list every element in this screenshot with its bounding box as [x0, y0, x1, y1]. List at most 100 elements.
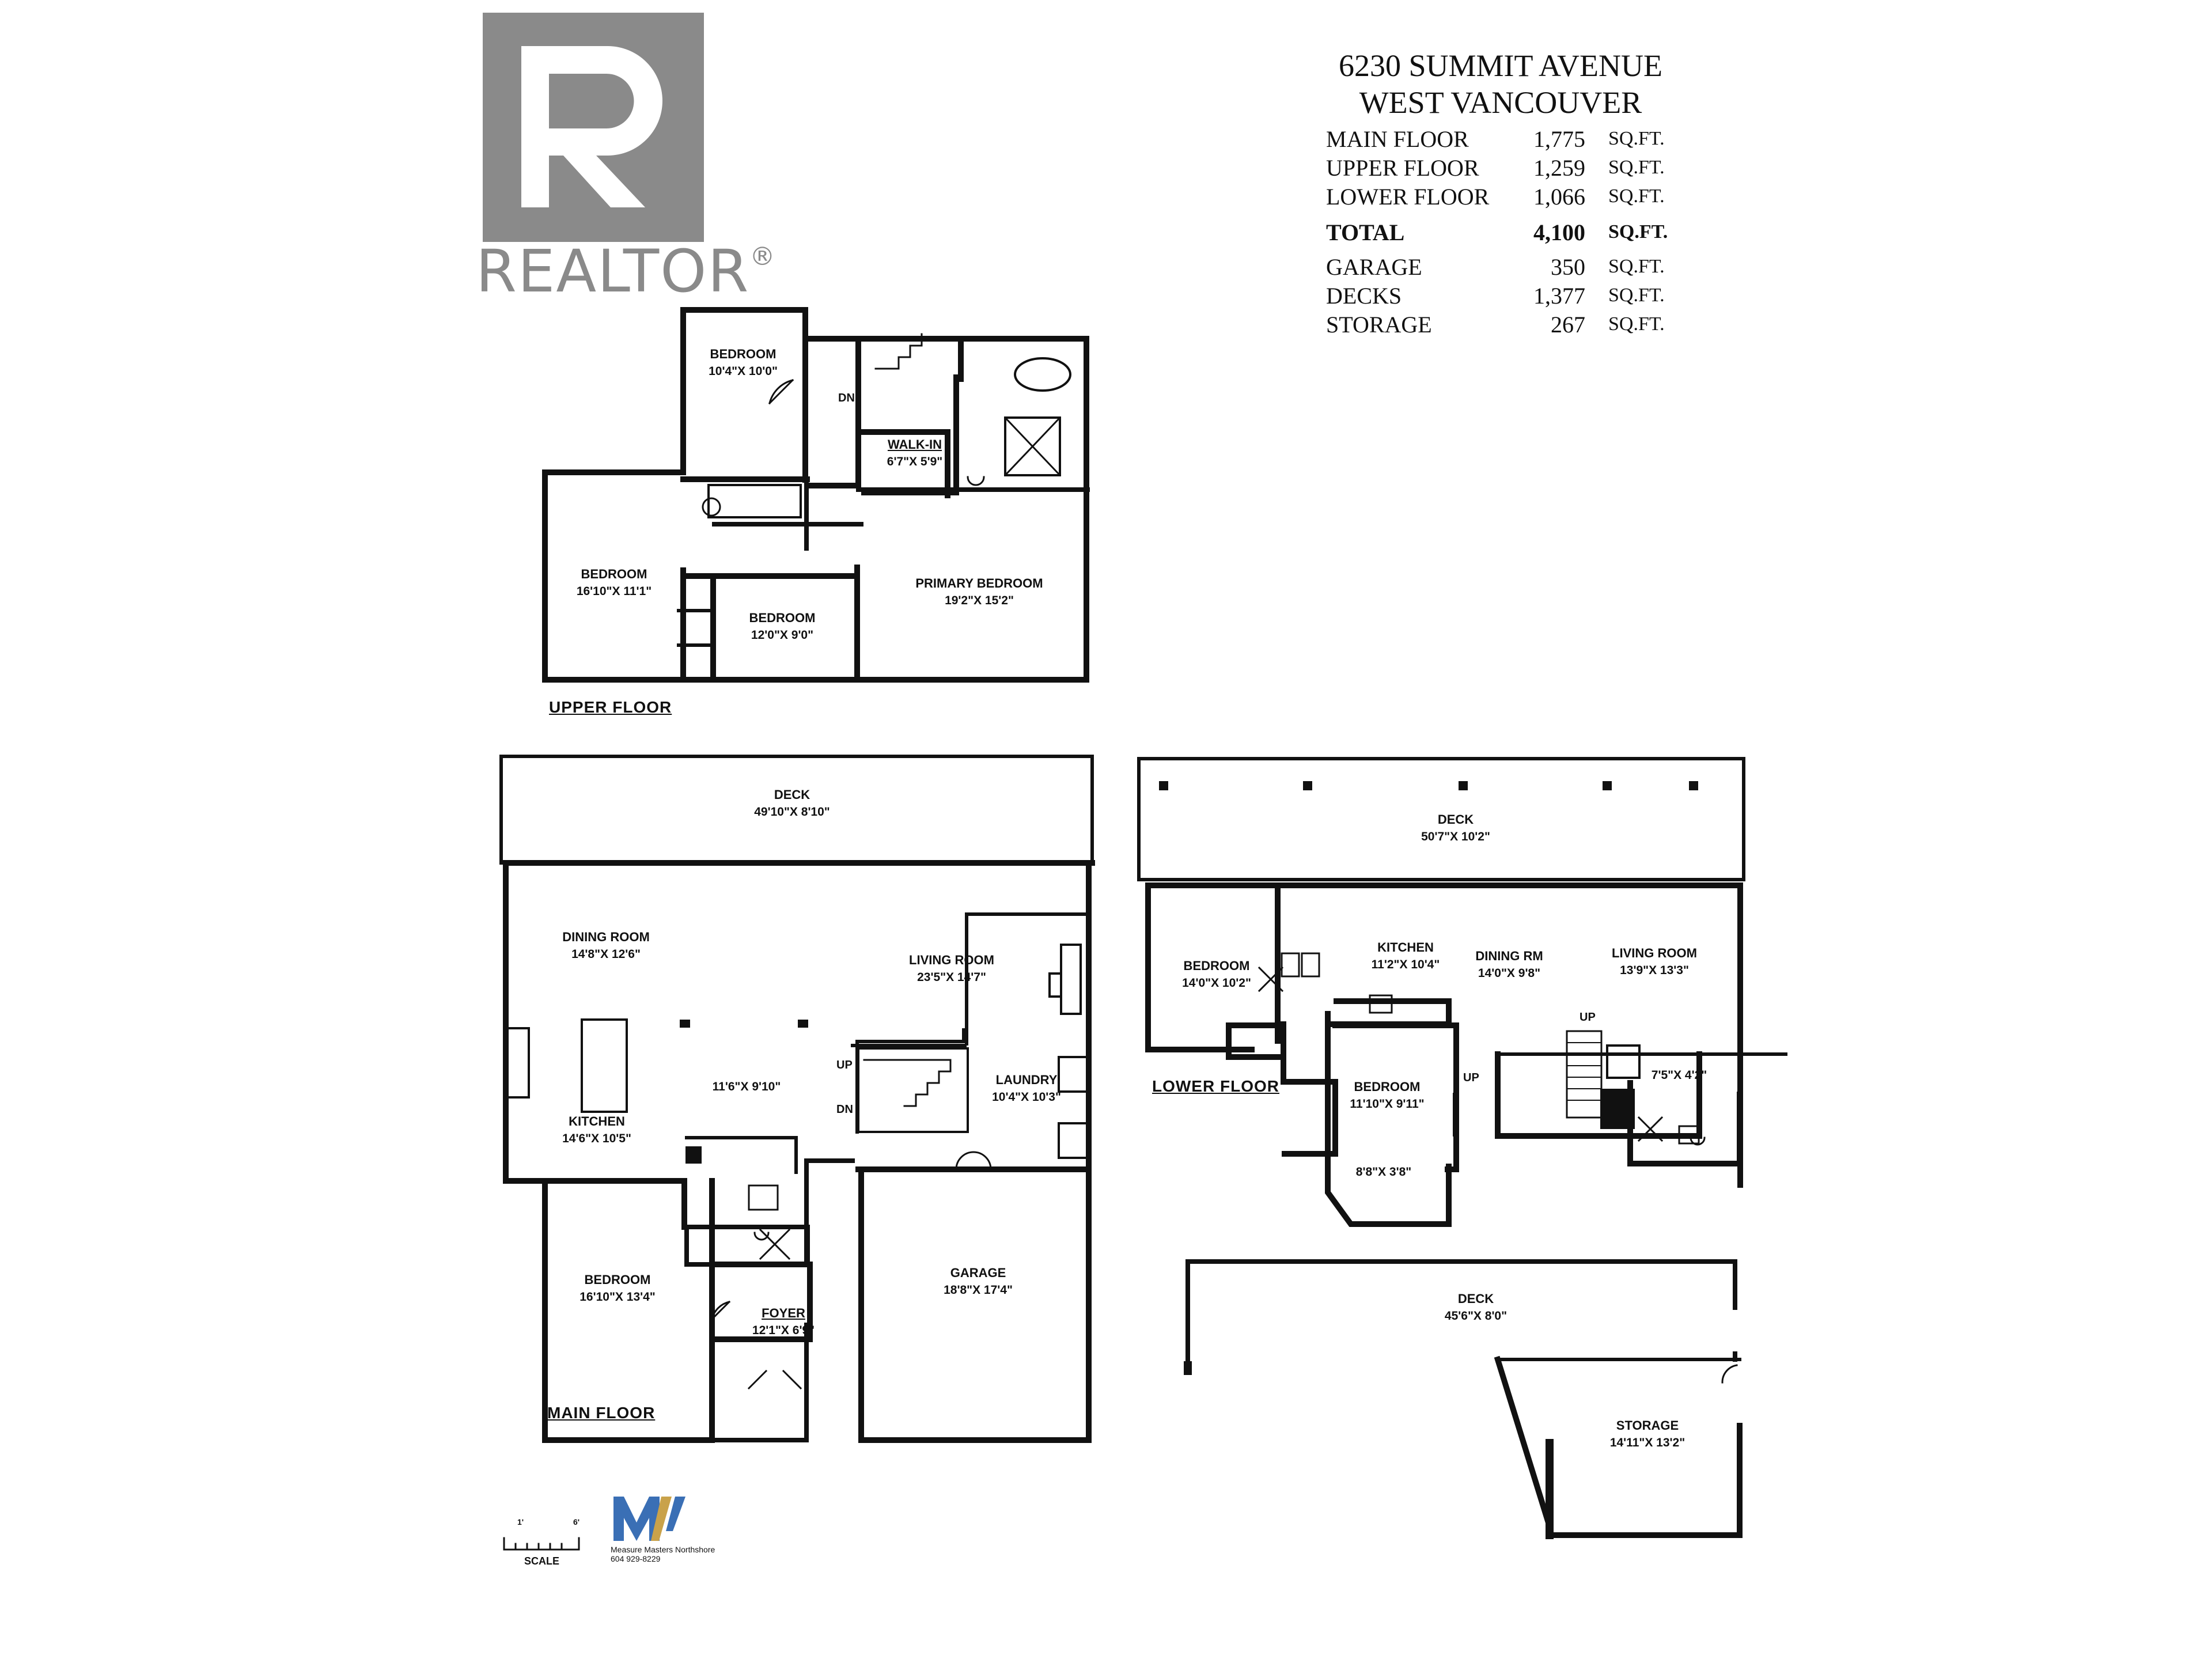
room-dimensions: 12'1"X 6'9" — [752, 1324, 815, 1337]
realtor-logo — [483, 13, 704, 242]
area-value: 1,775 — [1533, 126, 1585, 152]
room-dimensions: 14'0"X 10'2" — [1182, 976, 1251, 990]
room-name: BEDROOM — [584, 1272, 651, 1287]
measure-masters-phone: 604 929-8229 — [611, 1554, 661, 1563]
room-name: WALK-IN — [887, 437, 942, 452]
area-unit: SQ.FT. — [1608, 313, 1665, 335]
main-laundry-label: LAUNDRY 10'4"X 10'3" — [992, 1071, 1061, 1106]
room-dimensions: 14'0"X 9'8" — [1478, 967, 1541, 980]
room-dimensions: 11'6"X 9'10" — [712, 1080, 781, 1093]
room-name: LIVING ROOM — [909, 953, 994, 967]
upper-floor-label: UPPER FLOOR — [549, 698, 672, 716]
room-dimensions: 7'5"X 4'2" — [1651, 1069, 1707, 1082]
main-floor-label: MAIN FLOOR — [547, 1404, 656, 1422]
main-stair-up-tag: UP — [836, 1059, 853, 1071]
area-unit: SQ.FT. — [1608, 157, 1665, 178]
main-deck-label: DECK 49'10"X 8'10" — [754, 786, 830, 821]
area-value: 1,377 — [1533, 283, 1585, 309]
upper-floor-plan — [542, 307, 1090, 683]
room-name: PRIMARY BEDROOM — [915, 576, 1043, 590]
room-dimensions: 14'11"X 13'2" — [1609, 1436, 1685, 1449]
room-dimensions: 11'10"X 9'11" — [1350, 1097, 1425, 1111]
room-dimensions: 12'0"X 9'0" — [751, 628, 814, 642]
main-floor-plan — [499, 755, 1095, 1443]
area-row-main: MAIN FLOOR 1,775 SQ.FT. — [1326, 126, 1695, 154]
lower-dining-room-label: DINING RM 14'0"X 9'8" — [1475, 948, 1543, 982]
room-name: DINING RM — [1475, 949, 1543, 963]
room-dimensions: 6'7"X 5'9" — [887, 455, 943, 468]
room-name: DECK — [774, 787, 810, 802]
area-row-upper: UPPER FLOOR 1,259 SQ.FT. — [1326, 154, 1695, 183]
room-name: DECK — [1457, 1291, 1494, 1306]
room-dimensions: 14'6"X 10'5" — [562, 1132, 631, 1145]
room-dimensions: 8'8"X 3'8" — [1355, 1165, 1412, 1179]
upper-walk-in-label: WALK-IN 6'7"X 5'9" — [887, 436, 942, 471]
realtor-wordmark: REALTOR® — [476, 237, 776, 306]
area-label: MAIN FLOOR — [1326, 126, 1469, 152]
lower-stair-up-tag-2: UP — [1463, 1071, 1479, 1084]
room-dimensions: 14'8"X 12'6" — [571, 948, 641, 961]
upper-stair-down-tag: DN — [838, 392, 855, 404]
lower-stair-up-tag: UP — [1580, 1011, 1596, 1024]
area-label: LOWER FLOOR — [1326, 184, 1490, 210]
room-name: LAUNDRY — [995, 1073, 1058, 1087]
room-name: BEDROOM — [710, 347, 777, 361]
property-address: 6230 SUMMIT AVENUE WEST VANCOUVER — [1331, 47, 1671, 121]
room-name: GARAGE — [950, 1266, 1006, 1280]
realtor-registered-mark: ® — [749, 242, 777, 271]
main-living-room-label: LIVING ROOM 23'5"X 14'7" — [909, 952, 994, 986]
lower-floor-label: LOWER FLOOR — [1152, 1077, 1279, 1095]
main-stair-down-tag: DN — [836, 1103, 853, 1116]
measure-masters-name: Measure Masters Northshore — [611, 1545, 715, 1554]
room-dimensions: 23'5"X 14'7" — [917, 971, 986, 984]
area-label: STORAGE — [1326, 312, 1432, 338]
area-value: 267 — [1551, 312, 1585, 338]
area-unit: SQ.FT. — [1608, 285, 1665, 306]
main-dining-room-label: DINING ROOM 14'8"X 12'6" — [562, 929, 650, 963]
lower-kitchen-label: KITCHEN 11'2"X 10'4" — [1372, 939, 1440, 974]
room-dimensions: 45'6"X 8'0" — [1444, 1309, 1508, 1323]
area-label: UPPER FLOOR — [1326, 155, 1479, 181]
room-dimensions: 16'10"X 11'1" — [576, 585, 652, 598]
area-unit: SQ.FT. — [1608, 185, 1665, 207]
scale-right-tick: 6' — [573, 1517, 580, 1527]
measure-masters-text: Measure Masters Northshore 604 929-8229 — [611, 1545, 715, 1563]
room-dimensions: 19'2"X 15'2" — [945, 594, 1014, 607]
room-dimensions: 49'10"X 8'10" — [754, 805, 830, 819]
area-value: 1,066 — [1533, 184, 1585, 210]
area-unit: SQ.FT. — [1608, 128, 1665, 149]
room-dimensions: 11'2"X 10'4" — [1371, 958, 1440, 971]
area-value: 350 — [1551, 254, 1585, 280]
area-row-storage: STORAGE 267 SQ.FT. — [1326, 311, 1695, 340]
area-label: DECKS — [1326, 283, 1402, 309]
area-unit: SQ.FT. — [1608, 256, 1665, 277]
address-line-2: WEST VANCOUVER — [1359, 85, 1642, 120]
measure-masters-logo-icon — [613, 1497, 685, 1541]
room-name: FOYER — [762, 1306, 805, 1320]
area-unit: SQ.FT. — [1608, 221, 1668, 243]
realtor-text: REALTOR — [476, 237, 750, 306]
room-name: KITCHEN — [569, 1114, 625, 1128]
room-dimensions: 13'9"X 13'3" — [1620, 964, 1689, 977]
room-dimensions: 10'4"X 10'3" — [992, 1090, 1061, 1104]
main-nook-label: 11'6"X 9'10" — [713, 1078, 781, 1096]
scale-bar — [503, 1537, 580, 1551]
area-row-decks: DECKS 1,377 SQ.FT. — [1326, 282, 1695, 311]
room-name: DINING ROOM — [562, 930, 650, 944]
room-name: KITCHEN — [1377, 940, 1434, 955]
upper-primary-bedroom-label: PRIMARY BEDROOM 19'2"X 15'2" — [915, 575, 1043, 609]
area-value: 1,259 — [1533, 155, 1585, 181]
scale-left-tick: 1' — [517, 1517, 524, 1527]
